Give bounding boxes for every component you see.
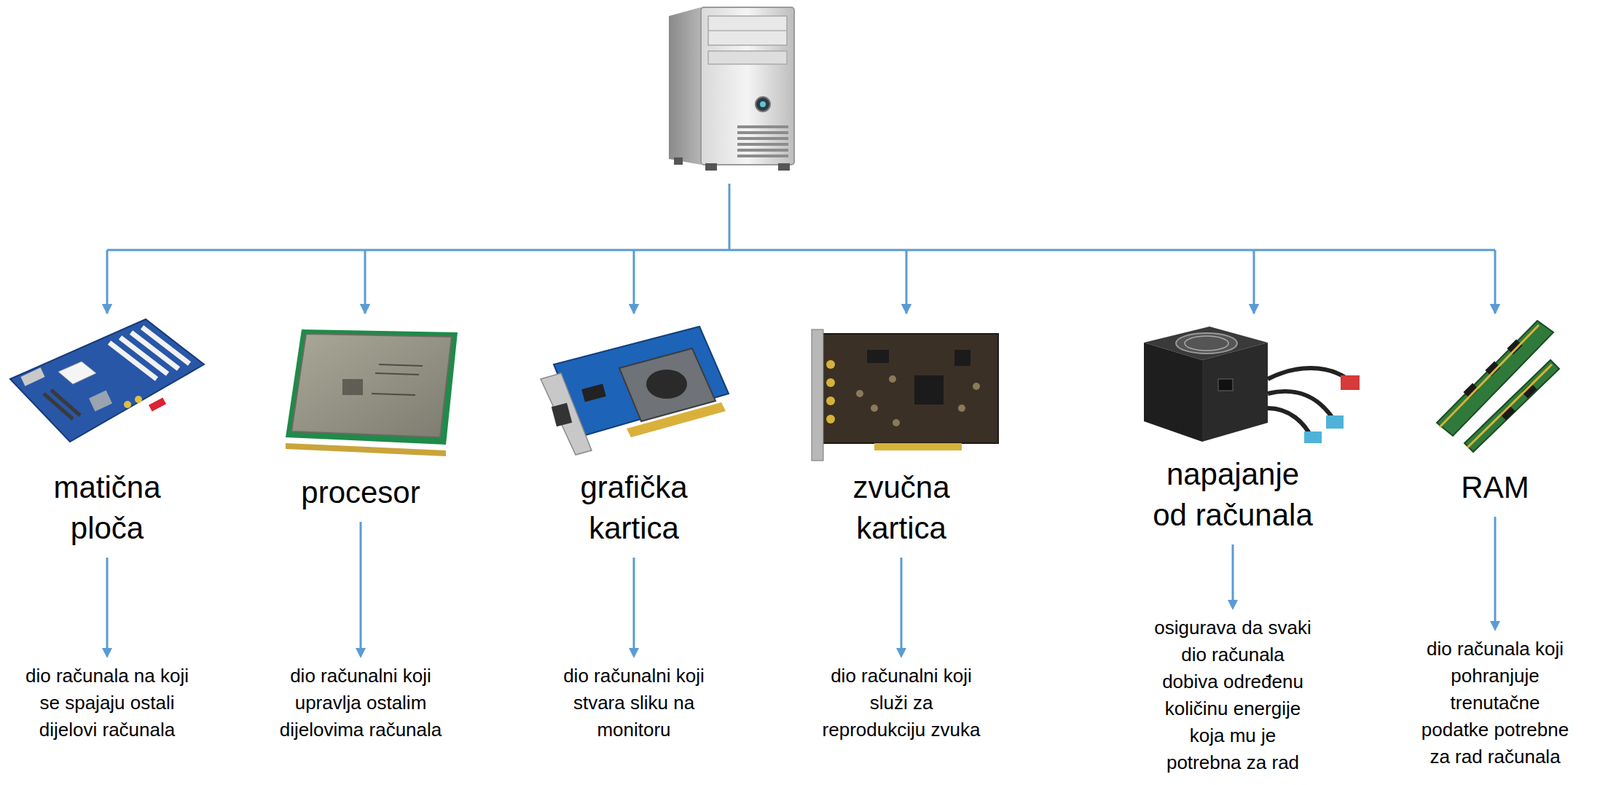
part-name: matična ploča	[34, 467, 180, 549]
part-description: dio računalni koji služi za reprodukciju…	[819, 662, 984, 744]
component-description: dio računala koji pohranjuje trenutačne …	[1417, 635, 1573, 771]
branch-lines	[107, 183, 1496, 314]
component-name: zvučna kartica	[828, 467, 975, 549]
part-name: zvučna kartica	[828, 467, 975, 549]
part-name: RAM	[1422, 467, 1568, 508]
connector-arrow	[628, 557, 639, 658]
motherboard-picture	[10, 319, 205, 442]
part-name: grafička kartica	[561, 467, 707, 549]
connector-arrow	[1489, 516, 1501, 631]
sound-card-picture	[811, 329, 999, 461]
connector-arrow	[355, 521, 366, 658]
part-description: osigurava da svaki dio računala dobiva o…	[1152, 614, 1313, 776]
component-name: procesor	[273, 472, 449, 513]
part-description: dio računala na koji se spajaju ostali d…	[19, 662, 195, 744]
component-description: dio računalni koji služi za reprodukciju…	[819, 662, 984, 744]
graphics-card-picture	[540, 326, 729, 455]
component-name: matična ploča	[34, 467, 180, 549]
connector-arrow	[896, 557, 907, 658]
component-name: napajanje od računala	[1151, 453, 1316, 536]
computer-tower	[668, 7, 795, 171]
power-supply-picture	[1143, 326, 1360, 443]
component-description: osigurava da svaki dio računala dobiva o…	[1152, 614, 1313, 776]
component-description: dio računalni koji stvara sliku na monit…	[546, 662, 722, 744]
component-name: grafička kartica	[561, 467, 707, 549]
component-description: dio računalni koji upravlja ostalim dije…	[269, 662, 452, 744]
ram-picture	[1436, 320, 1560, 452]
processor-picture	[285, 329, 458, 457]
part-name: napajanje od računala	[1151, 453, 1316, 536]
connector-arrow	[1227, 544, 1238, 610]
component-name: RAM	[1422, 467, 1568, 508]
connector-arrow	[102, 557, 113, 658]
part-description: dio računalni koji stvara sliku na monit…	[546, 662, 722, 744]
part-name: procesor	[273, 472, 449, 513]
part-description: dio računala koji pohranjuje trenutačne …	[1417, 635, 1573, 771]
component-description: dio računala na koji se spajaju ostali d…	[19, 662, 195, 744]
part-description: dio računalni koji upravlja ostalim dije…	[269, 662, 452, 744]
